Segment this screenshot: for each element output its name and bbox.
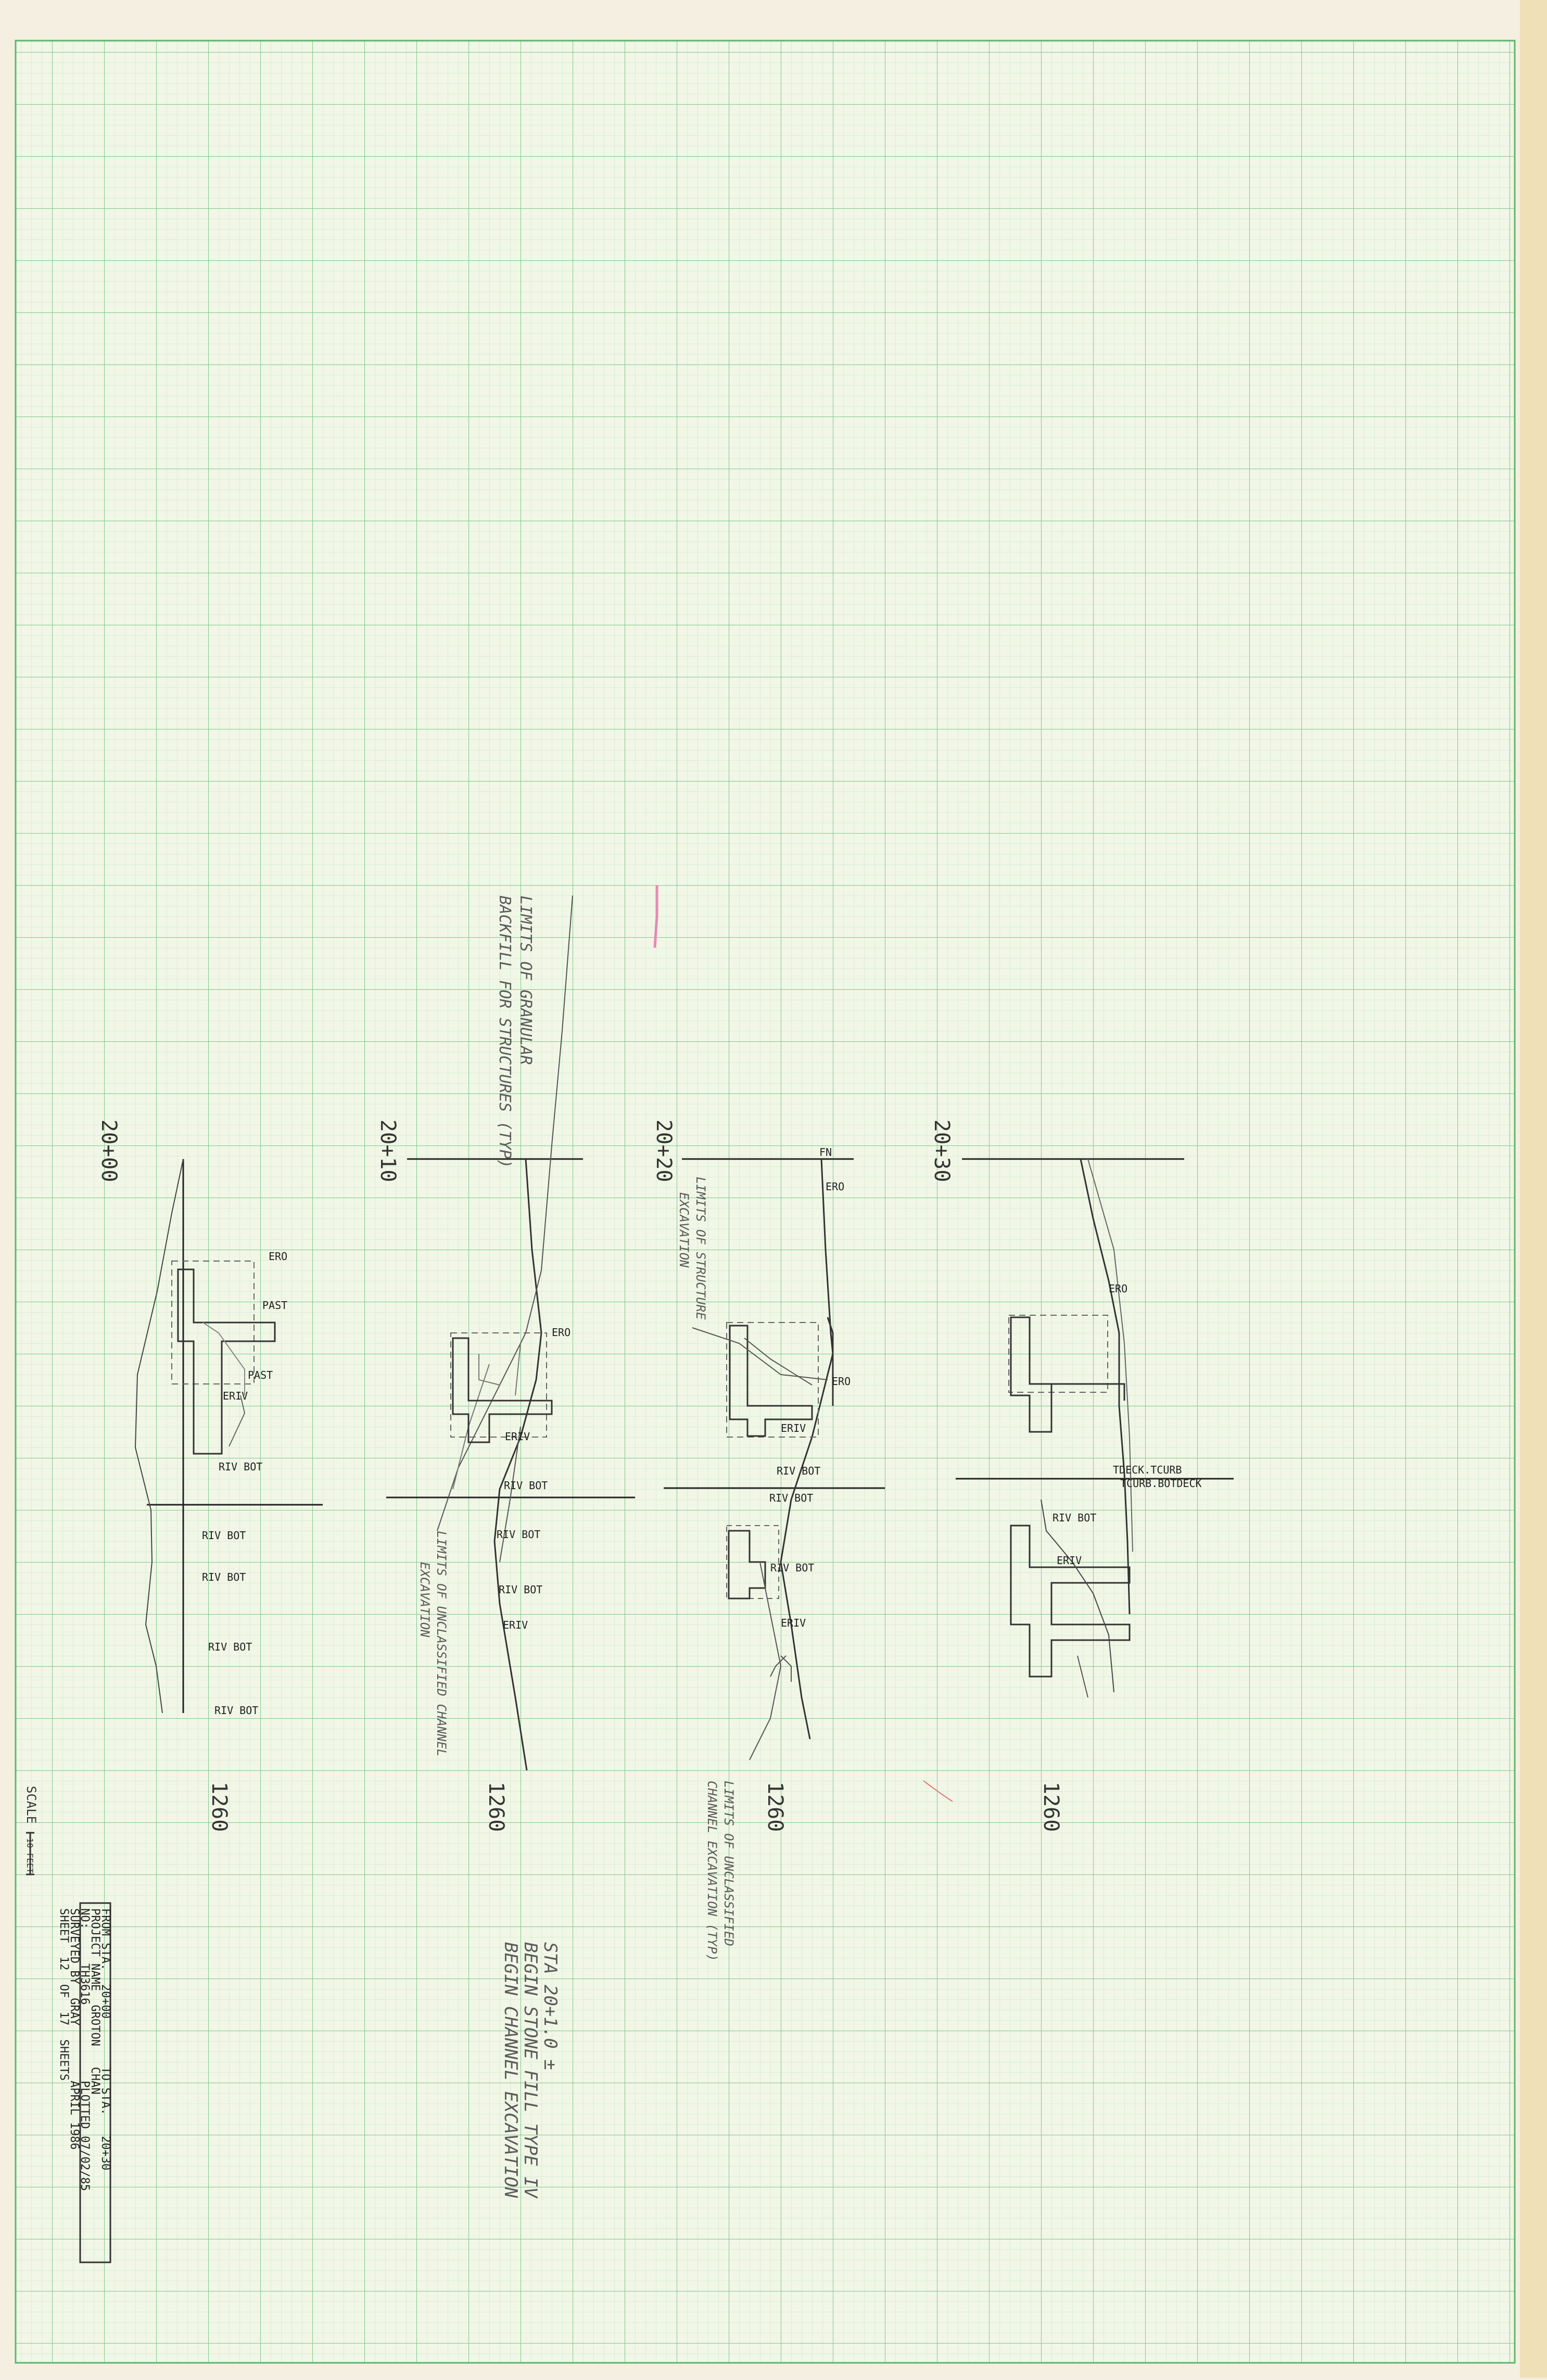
point-label: RIV BOT [202, 1571, 246, 1583]
point-label: TDECK.TCURB [1113, 1464, 1182, 1476]
point-label: ERO [1109, 1282, 1127, 1295]
handwritten-note: CHANNEL EXCAVATION (TYP) [705, 1781, 719, 1961]
point-label: ERIV [505, 1430, 530, 1443]
point-label: RIV BOT [219, 1460, 262, 1473]
title-block-line: SURVEYED BY GRAY APRIL 1986 [68, 1908, 81, 2150]
paper-edge [1520, 0, 1547, 2378]
scale-label: SCALE [24, 1786, 39, 1823]
section-20-30 [956, 1158, 1234, 1698]
handwritten-note: LIMITS OF STRUCTURE [693, 1177, 708, 1320]
scale-value: 10 FEET [25, 1838, 35, 1873]
elevation-label: 1260 [763, 1782, 787, 1832]
elevation-label: 1260 [484, 1782, 508, 1832]
elevation-label: 1260 [1039, 1782, 1063, 1832]
station-label: 20+30 [930, 1119, 954, 1182]
point-label: ERIV [503, 1619, 528, 1631]
point-label: ERIV [1057, 1554, 1082, 1567]
point-label: ERIV [223, 1390, 248, 1402]
point-label: RIV BOT [769, 1492, 813, 1504]
point-label: PAST [262, 1299, 287, 1312]
handwritten-note: LIMITS OF UNCLASSIFIED CHANNEL [434, 1531, 449, 1756]
elevation-label: 1260 [207, 1782, 231, 1832]
red-mark [923, 1780, 953, 1802]
point-label: RIV BOT [777, 1465, 820, 1477]
pink-mark [653, 885, 658, 948]
station-label: 20+00 [97, 1119, 121, 1182]
point-label: PAST [248, 1369, 273, 1381]
title-block-line: NO: TH3616 PLOTTED 07/02/85 [78, 1908, 91, 2191]
point-label: RIV BOT [214, 1704, 258, 1717]
point-label: RIV BOT [1053, 1512, 1096, 1524]
scale-bar [26, 1832, 34, 1875]
station-label: 20+10 [376, 1119, 400, 1182]
handwritten-note: EXCAVATION [677, 1192, 691, 1268]
section-20-00 [134, 1158, 323, 1714]
point-label: RIV BOT [499, 1583, 542, 1596]
handwritten-note: BEGIN CHANNEL EXCAVATION [500, 1942, 521, 2198]
point-label: ERO [552, 1326, 570, 1339]
title-block-line: PROJECT NAME GROTON CHAN [88, 1908, 102, 2095]
point-label: ERO [826, 1180, 844, 1193]
section-20-10 [386, 895, 635, 1771]
point-label: FN [819, 1146, 832, 1158]
point-label: ERO [832, 1375, 851, 1388]
point-label: RIV BOT [202, 1529, 246, 1542]
handwritten-note: EXCAVATION [417, 1562, 432, 1638]
point-label: ERO [269, 1250, 287, 1263]
handwritten-note: STA 20+1.0 ± [540, 1942, 561, 2070]
title-block [79, 1902, 111, 2263]
title-block-line: SHEET 12 OF 17 SHEETS [57, 1908, 70, 2081]
handwritten-note: BEGIN STONE FILL TYPE IV [520, 1942, 541, 2199]
point-label: RIV BOT [497, 1528, 540, 1541]
title-block-line: FROM STA. 20+00 TO STA. 20+30 [99, 1908, 112, 2170]
point-label: ERIV [781, 1617, 806, 1629]
section-20-20 [664, 1158, 885, 1760]
handwritten-note: LIMITS OF GRANULAR [516, 896, 535, 1065]
point-label: RIV BOT [208, 1641, 252, 1653]
station-label: 20+20 [652, 1119, 676, 1182]
point-label: RIV BOT [504, 1479, 548, 1492]
point-label: RIV BOT [770, 1562, 814, 1574]
point-label: ERIV [781, 1422, 806, 1434]
point-label: TCURB.BOTDECK [1120, 1477, 1202, 1490]
handwritten-note: LIMITS OF UNCLASSIFIED [721, 1781, 736, 1946]
handwritten-note: BACKFILL FOR STRUCTURES (TYP) [496, 896, 514, 1168]
